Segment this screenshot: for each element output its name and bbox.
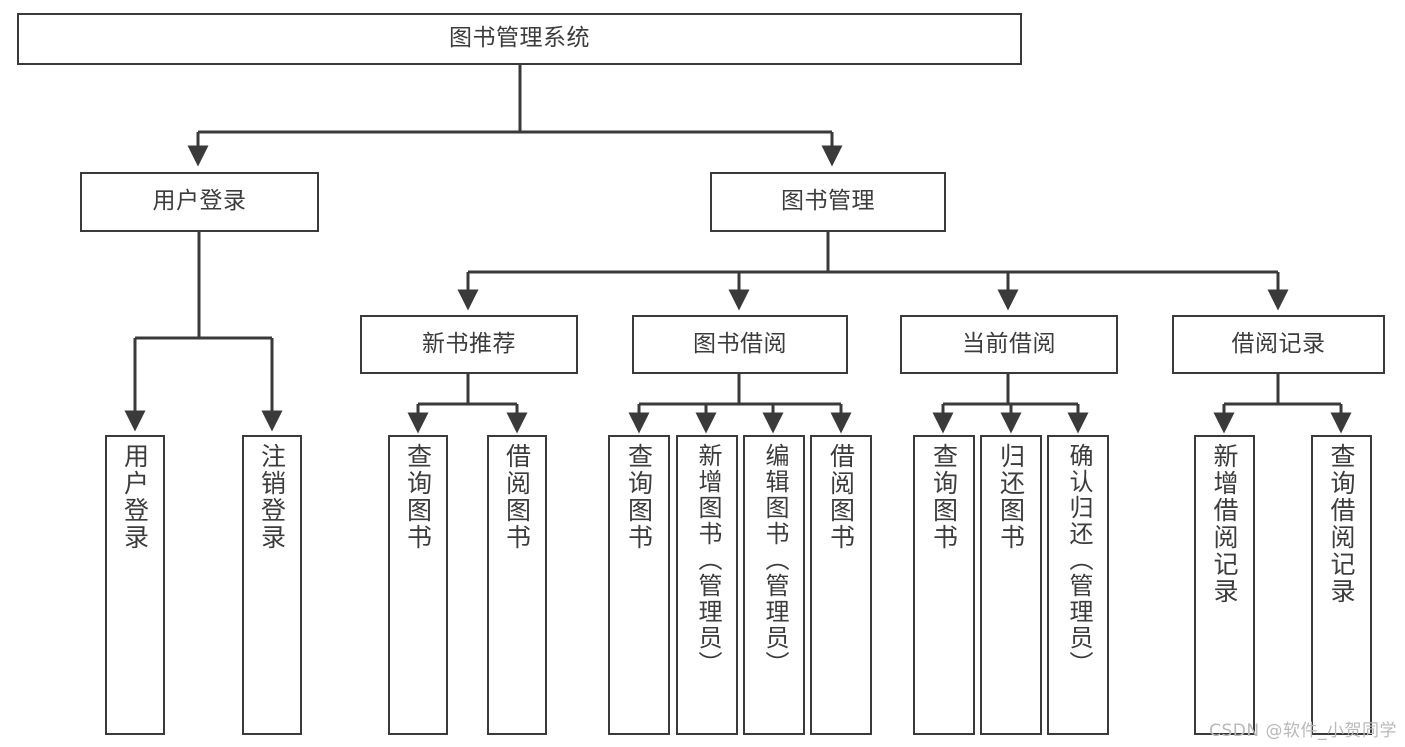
- node-leaf-borrow-book-1[interactable]: 借阅图书: [487, 435, 547, 735]
- node-leaf-add-record-label: 新增借阅记录: [1210, 443, 1239, 605]
- node-leaf-confirm-return[interactable]: 确认归还（管理员）: [1047, 435, 1109, 735]
- node-leaf-add-book-label: 新增图书（管理员）: [693, 443, 722, 677]
- node-leaf-query-book-1-label: 查询图书: [403, 443, 433, 551]
- node-leaf-add-book[interactable]: 新增图书（管理员）: [676, 435, 738, 735]
- node-new-book-recommend-label: 新书推荐: [422, 330, 516, 357]
- node-leaf-edit-book[interactable]: 编辑图书（管理员）: [743, 435, 805, 735]
- node-leaf-query-record-label: 查询借阅记录: [1327, 443, 1356, 605]
- node-leaf-edit-book-label: 编辑图书（管理员）: [760, 443, 789, 677]
- node-user-login-label: 用户登录: [152, 188, 247, 215]
- node-leaf-user-login[interactable]: 用户登录: [105, 435, 165, 735]
- node-book-borrow[interactable]: 图书借阅: [632, 315, 848, 374]
- node-borrow-record[interactable]: 借阅记录: [1172, 315, 1385, 374]
- node-leaf-query-book-3-label: 查询图书: [929, 443, 959, 551]
- node-book-manage-label: 图书管理: [781, 188, 875, 215]
- node-borrow-record-label: 借阅记录: [1231, 330, 1326, 357]
- node-leaf-query-book-2-label: 查询图书: [624, 443, 654, 551]
- node-book-manage[interactable]: 图书管理: [710, 172, 946, 232]
- node-leaf-borrow-book-1-label: 借阅图书: [502, 443, 532, 551]
- node-leaf-logout-label: 注销登录: [257, 443, 287, 551]
- node-user-login[interactable]: 用户登录: [80, 172, 319, 232]
- node-leaf-logout[interactable]: 注销登录: [242, 435, 302, 735]
- node-leaf-return-book[interactable]: 归还图书: [980, 435, 1042, 735]
- node-leaf-return-book-label: 归还图书: [996, 443, 1026, 551]
- node-current-borrow[interactable]: 当前借阅: [900, 315, 1118, 374]
- node-new-book-recommend[interactable]: 新书推荐: [360, 315, 578, 374]
- node-leaf-query-book-1[interactable]: 查询图书: [388, 435, 448, 735]
- node-leaf-query-book-3[interactable]: 查询图书: [913, 435, 975, 735]
- node-leaf-borrow-book-2[interactable]: 借阅图书: [810, 435, 872, 735]
- node-current-borrow-label: 当前借阅: [962, 330, 1056, 357]
- node-leaf-confirm-return-label: 确认归还（管理员）: [1064, 443, 1093, 677]
- node-leaf-borrow-book-2-label: 借阅图书: [826, 443, 856, 551]
- node-leaf-query-book-2[interactable]: 查询图书: [608, 435, 670, 735]
- csdn-watermark: CSDN @软件_小贺同学: [1209, 721, 1397, 741]
- node-book-borrow-label: 图书借阅: [693, 330, 787, 357]
- node-leaf-query-record[interactable]: 查询借阅记录: [1311, 435, 1372, 735]
- node-root[interactable]: 图书管理系统: [17, 13, 1022, 65]
- node-leaf-user-login-label: 用户登录: [120, 443, 150, 551]
- node-root-label: 图书管理系统: [449, 25, 590, 52]
- node-leaf-add-record[interactable]: 新增借阅记录: [1194, 435, 1255, 735]
